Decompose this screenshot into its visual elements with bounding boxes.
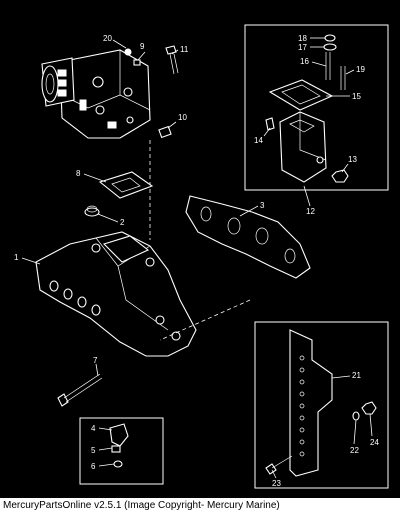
callout-2: 2: [120, 218, 125, 227]
grommet-2: [84, 205, 100, 217]
callout-11: 11: [180, 45, 189, 54]
plug-20: [124, 48, 132, 56]
callout-24: 24: [370, 438, 379, 447]
callout-21: 21: [352, 371, 361, 380]
callout-10: 10: [178, 113, 187, 122]
callout-16: 16: [300, 57, 309, 66]
alignment-line-manifold: [159, 299, 251, 341]
callout-8: 8: [76, 169, 81, 178]
callout-4: 4: [91, 424, 96, 433]
manifold-gasket-3: [185, 195, 311, 279]
callout-19: 19: [356, 65, 365, 74]
callout-17: 17: [298, 43, 307, 52]
exhaust-elbow: [41, 49, 151, 139]
cap-9: [133, 59, 141, 66]
elbow-kit-parts: [265, 34, 349, 183]
callout-18: 18: [298, 34, 307, 43]
callout-15: 15: [352, 92, 361, 101]
callout-14: 14: [254, 136, 263, 145]
elbow-kit-inset-frame: [244, 24, 389, 191]
exhaust-manifold: [35, 231, 197, 357]
callout-12: 12: [306, 207, 315, 216]
plug-10: [158, 125, 172, 139]
callout-6: 6: [91, 462, 96, 471]
fitting-parts: [109, 423, 129, 468]
callout-1: 1: [14, 253, 19, 262]
gasket-8: [98, 171, 154, 199]
exploded-parts-diagram: 20 9 11 10 8 2 3 1 7 18 17 16 19 15 14 1…: [14, 24, 389, 489]
callout-9: 9: [140, 42, 145, 51]
bolt-11: [165, 45, 179, 75]
callout-23: 23: [272, 479, 281, 488]
bolt-7: [57, 373, 103, 407]
callout-3: 3: [260, 201, 265, 210]
bracket-parts: [265, 329, 377, 477]
callout-13: 13: [348, 155, 357, 164]
callout-20: 20: [103, 34, 112, 43]
bracket-inset-frame: [254, 321, 389, 489]
callout-22: 22: [350, 446, 359, 455]
callout-7: 7: [93, 356, 98, 365]
callout-5: 5: [91, 446, 96, 455]
fitting-inset-frame: [79, 417, 164, 485]
leader-lines: [21, 37, 373, 479]
image-copyright-footer: MercuryPartsOnline v2.5.1 (Image Copyrig…: [0, 498, 400, 514]
